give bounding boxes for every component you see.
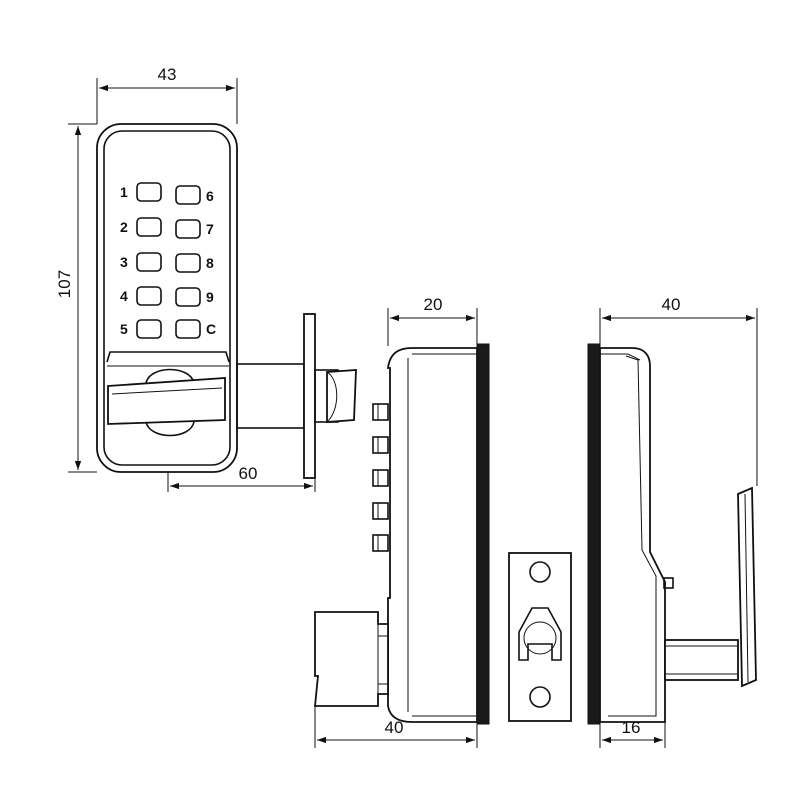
key-label: 9 — [206, 289, 214, 305]
back-lever-handle[interactable] — [737, 486, 757, 688]
dimension-back-bottom-label: 16 — [622, 718, 641, 737]
key-button[interactable] — [136, 217, 162, 237]
key-label: 3 — [120, 254, 128, 270]
key-button[interactable] — [136, 319, 162, 339]
handle-shaft — [664, 639, 739, 681]
key-button[interactable] — [136, 286, 162, 306]
back-view — [587, 343, 757, 725]
key-button[interactable] — [175, 185, 201, 205]
key-button[interactable] — [175, 319, 201, 339]
lever-cover — [106, 351, 230, 363]
side-key — [372, 469, 389, 487]
key-label: C — [206, 321, 216, 337]
key-button[interactable] — [175, 219, 201, 239]
side-gasket — [476, 343, 490, 725]
side-key — [372, 436, 389, 454]
dimension-depth: 60 — [167, 464, 316, 492]
turn-lever-edge — [111, 387, 223, 395]
lever-hub — [145, 368, 195, 384]
keypad-housing-inner — [103, 130, 231, 466]
side-key — [372, 502, 389, 520]
back-detent — [663, 577, 674, 589]
key-label: 8 — [206, 255, 214, 271]
dimension-width-label: 43 — [158, 65, 177, 84]
dimension-side-bottom: 40 — [314, 706, 478, 748]
dimension-side-bottom-label: 40 — [385, 718, 404, 737]
latch-bolt-curve — [326, 371, 338, 423]
key-button[interactable] — [175, 287, 201, 307]
side-lever — [314, 611, 389, 707]
lever-hub-lower — [145, 421, 195, 437]
key-label: 1 — [120, 184, 128, 200]
back-housing — [599, 347, 666, 723]
latch-opening — [518, 607, 562, 661]
back-lever-handle-edge — [744, 493, 749, 683]
key-label: 5 — [120, 321, 128, 337]
dimension-back-top-label: 40 — [662, 295, 681, 314]
screw-hole — [529, 561, 551, 583]
back-gasket — [587, 343, 601, 725]
keypad-left-column: 1 2 3 4 5 — [120, 182, 162, 339]
key-label: 7 — [206, 221, 214, 237]
key-label: 6 — [206, 188, 214, 204]
front-view: 1 2 3 4 5 6 7 8 9 C — [96, 123, 357, 479]
dimension-back-top: 40 — [599, 295, 758, 486]
back-housing-inner-edge — [627, 353, 641, 361]
back-housing-inner-line — [608, 355, 657, 717]
side-view — [314, 343, 490, 725]
key-label: 4 — [120, 288, 128, 304]
screw-hole — [529, 686, 551, 708]
dimension-width: 43 — [96, 65, 238, 124]
key-label: 2 — [120, 219, 128, 235]
key-button[interactable] — [136, 252, 162, 272]
key-button[interactable] — [136, 182, 162, 202]
dimension-depth-label: 60 — [239, 464, 258, 483]
side-key — [372, 403, 389, 421]
turn-lever[interactable] — [107, 377, 226, 425]
strike-plate-edge — [303, 313, 316, 479]
side-housing — [386, 347, 478, 723]
dimension-side-top-label: 20 — [424, 295, 443, 314]
keypad-right-column: 6 7 8 9 C — [175, 185, 216, 339]
dimension-back-bottom: 16 — [599, 718, 666, 748]
spindle-tube — [236, 363, 305, 429]
latch-opening-ring — [523, 621, 557, 655]
latch-bolt — [326, 369, 357, 423]
dimension-height-label: 107 — [55, 270, 74, 298]
key-button[interactable] — [175, 253, 201, 273]
dimension-side-top: 20 — [387, 295, 478, 346]
dimension-height: 107 — [55, 123, 97, 473]
strike-plate — [508, 552, 572, 722]
side-key — [372, 534, 389, 552]
